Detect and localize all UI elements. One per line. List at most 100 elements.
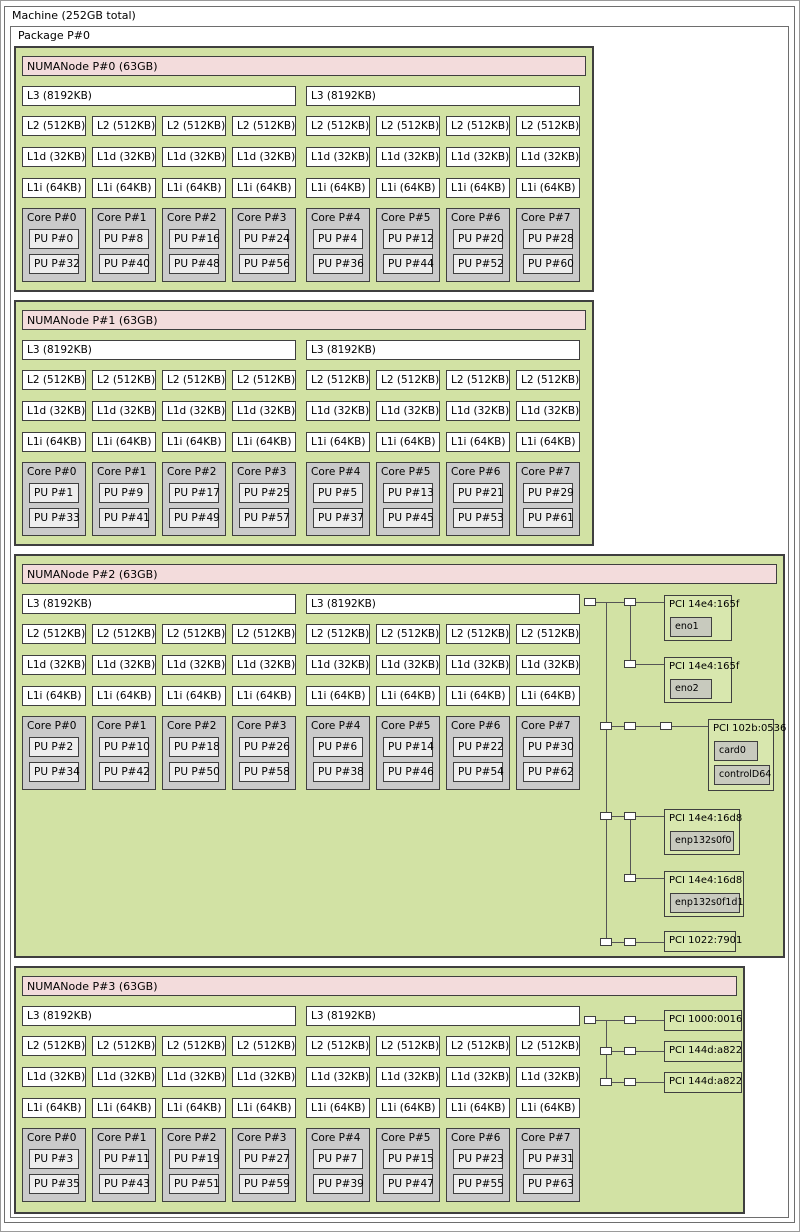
- l1d-cache-label: L1d (32KB): [521, 1071, 580, 1083]
- core-box-label: Core P#7: [521, 466, 571, 478]
- l2-cache: L2 (512KB): [446, 624, 510, 644]
- pu-box-label: PU P#40: [104, 258, 150, 270]
- l1i-cache-label: L1i (64KB): [381, 182, 436, 194]
- pu-box-label: PU P#22: [458, 741, 504, 753]
- numanode-badge-label: NUMANode P#3 (63GB): [27, 980, 158, 993]
- l1i-cache: L1i (64KB): [22, 686, 86, 706]
- l2-cache-label: L2 (512KB): [97, 374, 156, 386]
- core-box-label: Core P#2: [167, 212, 217, 224]
- pu-box-label: PU P#24: [244, 233, 290, 245]
- pu-box-label: PU P#34: [34, 766, 80, 778]
- l1d-cache: L1d (32KB): [232, 401, 296, 421]
- pu-box-label: PU P#33: [34, 512, 80, 524]
- pu-box: PU P#51: [169, 1174, 220, 1194]
- pu-box: PU P#61: [523, 508, 574, 528]
- l1d-cache: L1d (32KB): [446, 147, 510, 167]
- l2-cache-label: L2 (512KB): [167, 628, 226, 640]
- pu-box-label: PU P#10: [104, 741, 150, 753]
- l3-cache: L3 (8192KB): [306, 86, 580, 106]
- pu-box: PU P#24: [239, 229, 290, 249]
- pu-box: PU P#26: [239, 737, 290, 757]
- connector-line: [636, 1082, 664, 1083]
- connector-square: [624, 1016, 636, 1024]
- connector-square: [600, 1047, 612, 1055]
- l1d-cache-label: L1d (32KB): [97, 151, 156, 163]
- l1d-cache: L1d (32KB): [22, 655, 86, 675]
- numanode-badge: NUMANode P#3 (63GB): [22, 976, 737, 996]
- l1d-cache-label: L1d (32KB): [451, 659, 510, 671]
- l2-cache-label: L2 (512KB): [381, 1040, 440, 1052]
- pu-box-label: PU P#29: [528, 487, 574, 499]
- connector-line: [612, 1051, 624, 1052]
- core-box-label: Core P#5: [381, 720, 431, 732]
- pu-box-label: PU P#0: [34, 233, 74, 245]
- core-box-label: Core P#1: [97, 466, 147, 478]
- pu-box: PU P#9: [99, 483, 149, 503]
- l2-cache: L2 (512KB): [446, 116, 510, 136]
- l2-cache: L2 (512KB): [446, 1036, 510, 1056]
- pu-box-label: PU P#51: [174, 1178, 220, 1190]
- connector-line: [596, 1020, 606, 1021]
- l2-cache-label: L2 (512KB): [451, 120, 510, 132]
- connector-square: [624, 722, 636, 730]
- core-box-label: Core P#5: [381, 466, 431, 478]
- pci-box: PCI 144d:a822: [664, 1041, 742, 1062]
- l1d-cache-label: L1d (32KB): [521, 151, 580, 163]
- core-box-label: Core P#6: [451, 466, 501, 478]
- l3-cache-label: L3 (8192KB): [311, 598, 376, 610]
- l1d-cache: L1d (32KB): [516, 655, 580, 675]
- connector-line: [630, 602, 631, 664]
- l1i-cache-label: L1i (64KB): [451, 436, 506, 448]
- l2-cache-label: L2 (512KB): [451, 374, 510, 386]
- pu-box: PU P#5: [313, 483, 363, 503]
- pci-device: card0: [714, 741, 758, 761]
- l1i-cache-label: L1i (64KB): [27, 1102, 82, 1114]
- l2-cache: L2 (512KB): [162, 116, 226, 136]
- pu-box: PU P#18: [169, 737, 220, 757]
- core-box-label: Core P#7: [521, 212, 571, 224]
- l1i-cache: L1i (64KB): [232, 686, 296, 706]
- pu-box: PU P#29: [523, 483, 574, 503]
- pu-box: PU P#11: [99, 1149, 150, 1169]
- pu-box: PU P#28: [523, 229, 574, 249]
- pu-box: PU P#50: [169, 762, 220, 782]
- l2-cache-label: L2 (512KB): [311, 374, 370, 386]
- pu-box: PU P#23: [453, 1149, 504, 1169]
- pu-box-label: PU P#7: [318, 1153, 358, 1165]
- pu-box: PU P#34: [29, 762, 80, 782]
- pu-box: PU P#54: [453, 762, 504, 782]
- l1i-cache: L1i (64KB): [376, 178, 440, 198]
- l2-cache-label: L2 (512KB): [311, 628, 370, 640]
- core-box-label: Core P#3: [237, 466, 287, 478]
- l2-cache: L2 (512KB): [306, 1036, 370, 1056]
- l2-cache-label: L2 (512KB): [97, 1040, 156, 1052]
- l2-cache: L2 (512KB): [376, 370, 440, 390]
- l3-cache-label: L3 (8192KB): [27, 1010, 92, 1022]
- pu-box-label: PU P#45: [388, 512, 434, 524]
- connector-square: [624, 874, 636, 882]
- l1d-cache-label: L1d (32KB): [167, 151, 226, 163]
- pu-box-label: PU P#58: [244, 766, 290, 778]
- pu-box-label: PU P#59: [244, 1178, 290, 1190]
- pu-box-label: PU P#44: [388, 258, 434, 270]
- l1i-cache-label: L1i (64KB): [167, 1102, 222, 1114]
- l1i-cache: L1i (64KB): [162, 1098, 226, 1118]
- core-box-label: Core P#2: [167, 720, 217, 732]
- connector-square: [624, 1047, 636, 1055]
- pu-box-label: PU P#14: [388, 741, 434, 753]
- pu-box-label: PU P#23: [458, 1153, 504, 1165]
- l1d-cache: L1d (32KB): [516, 147, 580, 167]
- pci-device-label: card0: [719, 745, 746, 756]
- l1d-cache: L1d (32KB): [516, 401, 580, 421]
- pu-box-label: PU P#39: [318, 1178, 364, 1190]
- l2-cache-label: L2 (512KB): [311, 1040, 370, 1052]
- l1d-cache: L1d (32KB): [232, 655, 296, 675]
- l2-cache-label: L2 (512KB): [381, 628, 440, 640]
- core-box-label: Core P#0: [27, 1132, 77, 1144]
- pu-box: PU P#40: [99, 254, 150, 274]
- l1d-cache-label: L1d (32KB): [237, 1071, 296, 1083]
- l1d-cache: L1d (32KB): [306, 1067, 370, 1087]
- l2-cache: L2 (512KB): [306, 624, 370, 644]
- l1i-cache-label: L1i (64KB): [521, 436, 576, 448]
- pci-box-label: PCI 14e4:16d8: [669, 813, 743, 824]
